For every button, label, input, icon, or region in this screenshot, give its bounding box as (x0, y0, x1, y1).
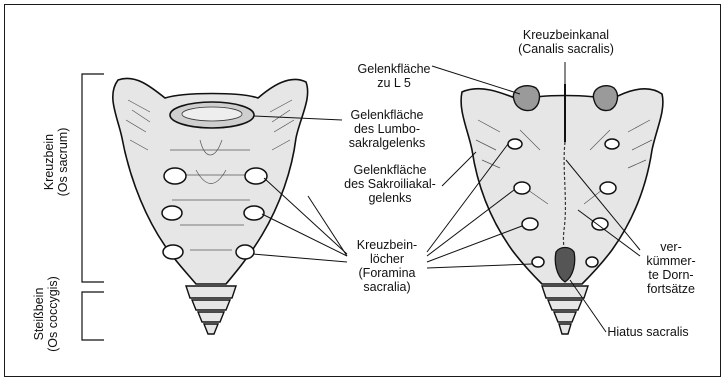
label-line: fortsätze (636, 282, 706, 296)
coccyx-anterior (186, 286, 236, 334)
posterior-foramen-left-2 (514, 182, 530, 194)
facet-l5-left (513, 86, 539, 111)
foramen-right-3 (236, 245, 254, 259)
label-line: Hiatus sacralis (596, 325, 700, 339)
label-line: gelenks (336, 191, 444, 205)
label-spinous-processes: ver- kümmer- te Dorn- fortsätze (636, 240, 706, 296)
label-os-sacrum: Kreuzbein (Os sacrum) (42, 112, 74, 212)
label-line: sacralia) (346, 280, 428, 294)
sacrum-posterior-view (461, 84, 663, 334)
coccyx-bracket (82, 292, 104, 340)
label-line: (Os sacrum) (56, 112, 70, 212)
posterior-foramen-right-3 (592, 218, 608, 230)
label-line: ver- (636, 240, 706, 254)
label-facet-l5: Gelenkfläche zu L 5 (352, 62, 436, 90)
label-line: Gelenkfläche (340, 108, 434, 122)
label-line: Kreuzbein (42, 112, 56, 212)
label-line: Steißbein (32, 266, 46, 362)
posterior-foramen-right-1 (605, 139, 619, 149)
label-line: kümmer- (636, 254, 706, 268)
region-brackets (82, 74, 104, 340)
foramen-left-3 (163, 245, 183, 259)
label-line: Kreuzbein- (346, 238, 428, 252)
label-line: des Sakroiliakal- (336, 177, 444, 191)
label-sacroiliac-facet: Gelenkfläche des Sakroiliakal- gelenks (336, 163, 444, 205)
label-os-coccygis: Steißbein (Os coccygis) (32, 266, 64, 362)
label-foramina-sacralia: Kreuzbein- löcher (Foramina sacralia) (346, 238, 428, 294)
label-lumbosacral-facet: Gelenkfläche des Lumbo- sakralgelenks (340, 108, 434, 150)
label-canalis-sacralis: Kreuzbeinkanal (Canalis sacralis) (512, 28, 620, 56)
label-line: Kreuzbeinkanal (512, 28, 620, 42)
foramen-right-1 (245, 168, 267, 184)
label-line: te Dorn- (636, 268, 706, 282)
label-line: (Os coccygis) (46, 266, 60, 362)
facet-l5-right (593, 86, 617, 111)
posterior-foramen-right-4 (586, 257, 598, 267)
label-line: löcher (346, 252, 428, 266)
label-line: (Foramina (346, 266, 428, 280)
posterior-foramen-left-4 (532, 257, 544, 267)
label-line: (Canalis sacralis) (512, 42, 620, 56)
foramen-left-2 (162, 206, 182, 220)
label-line: zu L 5 (352, 76, 436, 90)
label-line: Gelenkfläche (336, 163, 444, 177)
label-line: Gelenkfläche (352, 62, 436, 76)
posterior-foramen-left-1 (508, 139, 522, 149)
posterior-foramen-left-3 (522, 218, 538, 230)
sacrum-bracket (82, 74, 104, 282)
label-line: des Lumbo- (340, 122, 434, 136)
coccyx-posterior (542, 286, 588, 334)
posterior-foramen-right-2 (600, 182, 616, 194)
foramen-right-2 (244, 206, 264, 220)
label-hiatus-sacralis: Hiatus sacralis (596, 325, 700, 339)
foramen-left-1 (164, 168, 186, 184)
label-line: sakralgelenks (340, 136, 434, 150)
